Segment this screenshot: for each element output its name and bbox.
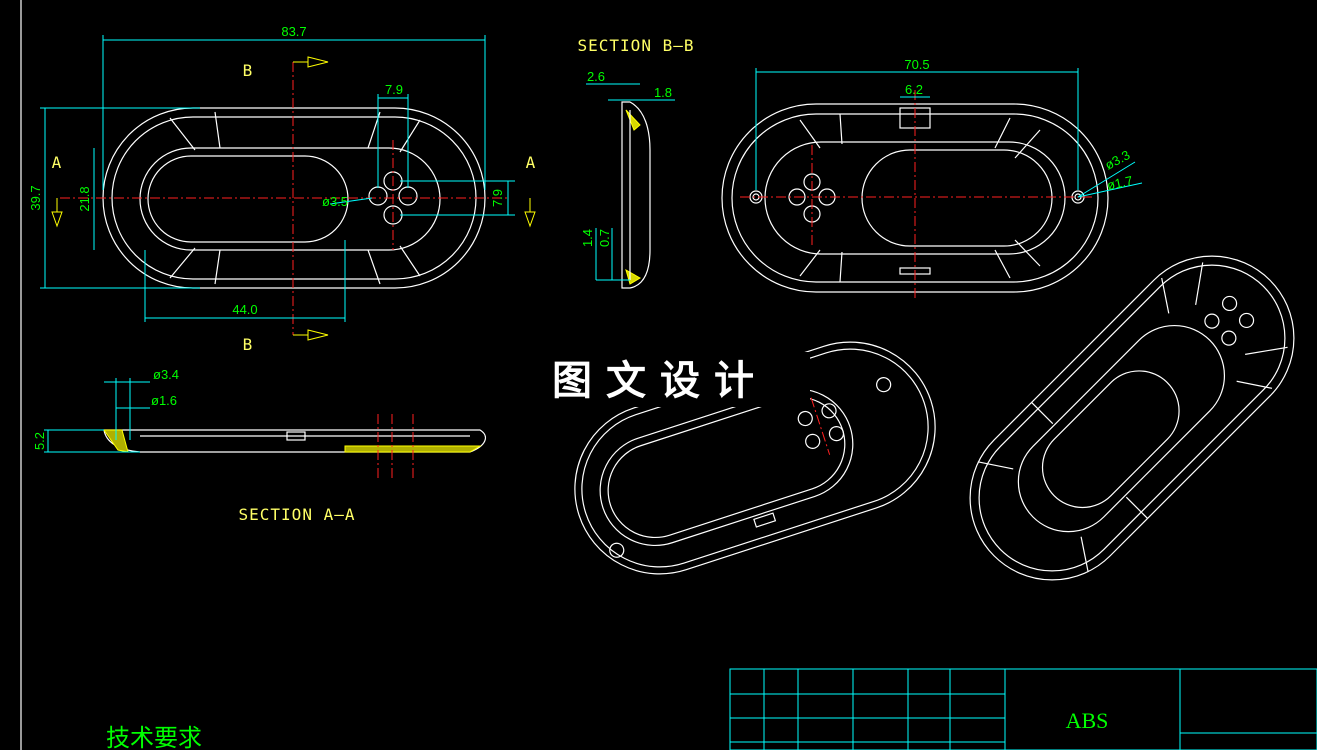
dim-inner-height: 21.8	[77, 186, 92, 211]
watermark-text: 图文设计	[552, 358, 768, 404]
dim-boss-outer: ø3.3	[1102, 147, 1132, 172]
section-b-arrow-bottom	[293, 329, 329, 341]
dim-boss-inner: ø1.7	[1106, 173, 1135, 193]
section-a-arrow-left	[51, 198, 63, 228]
section-mark-a-left: A	[52, 153, 63, 172]
section-aa-hatch	[103, 429, 482, 453]
dim-bb-d1: 2.6	[587, 69, 605, 84]
dim-hole-spacing-v: 7.9	[490, 189, 505, 207]
section-bb-view: SECTION B–B 2.6 1.8 1.4 0.7	[578, 36, 695, 289]
top-hole-2	[398, 186, 418, 206]
top-view: 83.7 39.7 21.8 44.0 7.9 7.9 ø3.5 B B A A	[28, 24, 536, 354]
section-aa-view: ø3.4 ø1.6 5.2 SECTION A–A	[32, 367, 487, 524]
section-mark-a-right: A	[526, 153, 537, 172]
section-aa-title: SECTION A–A	[239, 505, 356, 524]
back-view-window	[861, 149, 1053, 247]
dim-bb-d4: 0.7	[597, 229, 612, 247]
section-bb-hatch	[625, 109, 641, 285]
title-block: ABS	[729, 668, 1317, 750]
section-a-arrow-right	[524, 198, 536, 228]
dim-back-slot: 6.2	[905, 82, 923, 97]
iso-view-back	[969, 255, 1295, 581]
section-b-arrow-top	[293, 56, 329, 68]
dim-width: 83.7	[281, 24, 306, 39]
top-view-inner-recess	[139, 147, 441, 251]
section-bb-title: SECTION B–B	[578, 36, 695, 55]
dim-back-width: 70.5	[904, 57, 929, 72]
top-view-window	[147, 155, 349, 243]
title-block-material: ABS	[1066, 708, 1109, 733]
section-mark-b-bottom: B	[243, 335, 254, 354]
top-hole-1	[368, 186, 388, 206]
technical-requirements-title: 技术要求	[106, 724, 202, 750]
section-mark-b-top: B	[243, 61, 254, 80]
dim-height: 39.7	[28, 185, 43, 210]
back-view-ribs	[799, 113, 1041, 283]
top-view-ribs	[169, 111, 421, 285]
dim-bb-d2: 1.8	[654, 85, 672, 100]
dim-aa-height: 5.2	[32, 432, 47, 450]
section-bb-profile	[621, 101, 651, 289]
dim-inner-width: 44.0	[232, 302, 257, 317]
dim-bb-d3: 1.4	[580, 229, 595, 247]
dim-aa-inner: ø1.6	[151, 393, 177, 408]
dim-hole-dia: ø3.5	[322, 194, 348, 209]
back-view: 70.5 6.2 ø3.3 ø1.7	[721, 57, 1143, 300]
dim-aa-outer: ø3.4	[153, 367, 179, 382]
dim-hole-spacing: 7.9	[385, 82, 403, 97]
